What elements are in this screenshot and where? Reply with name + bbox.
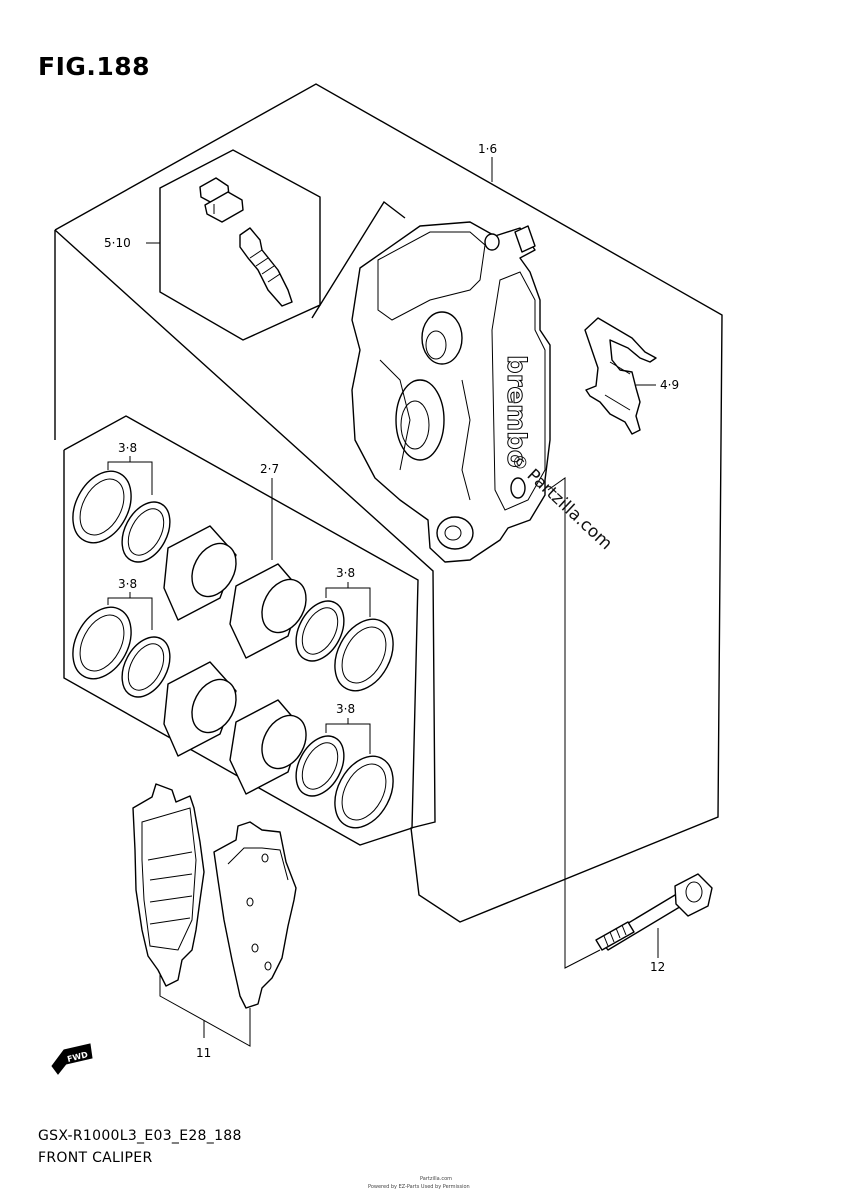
leader-bolt-frame [547, 477, 601, 969]
callout-bleeder: 5·10 [104, 236, 131, 250]
footer-assembly-name: FRONT CALIPER [38, 1150, 153, 1166]
seal-ring-2 [121, 501, 171, 563]
bleeder-box-break [311, 200, 406, 319]
callout-mount-bolt: 12 [650, 960, 666, 974]
callout-seal-upper-right: 3·8 [336, 566, 356, 580]
seal-ring-7 [295, 735, 345, 797]
seal-ring-4 [121, 636, 171, 698]
callout-piston-set: 2·7 [260, 462, 280, 476]
seal-ring-8 [334, 755, 394, 829]
callout-seal-lower-left: 3·8 [118, 577, 138, 591]
piston-2 [229, 563, 307, 659]
footer-model-code: GSX-R1000L3_E03_E28_188 [38, 1128, 242, 1144]
piston-1 [163, 525, 237, 621]
callout-pad-set: 11 [196, 1046, 212, 1060]
bleeder-screw [239, 227, 293, 307]
piston-box [63, 415, 419, 846]
callout-caliper-assy: 1·6 [478, 142, 498, 156]
assembly-outline [54, 83, 723, 923]
seal-ring-6 [334, 618, 394, 692]
seal-ring-3 [72, 606, 132, 680]
pad-spring [584, 317, 657, 435]
leader-pads [159, 975, 251, 1047]
caliper-brand-text: brembo [501, 355, 531, 468]
figure-title: FIG.188 [38, 52, 151, 81]
fine-print-line2: Powered by EZ-Parts Used by Permission [368, 1184, 470, 1190]
brake-pad-inner [132, 783, 205, 987]
callout-pad-spring: 4·9 [660, 378, 680, 392]
bleeder-cap [199, 177, 244, 223]
piston-4 [229, 699, 307, 795]
fwd-arrow-icon [51, 1043, 93, 1075]
piston-3 [163, 661, 237, 757]
seal-ring-1 [72, 470, 132, 544]
mount-bolt [595, 873, 713, 951]
caliper-body [351, 221, 551, 563]
fine-print-line1: Partzilla.com [420, 1176, 452, 1182]
callout-seal-lower-right: 3·8 [336, 702, 356, 716]
callout-seal-upper-left: 3·8 [118, 441, 138, 455]
seal-ring-5 [295, 600, 345, 662]
brake-pad-outer [213, 821, 297, 1009]
